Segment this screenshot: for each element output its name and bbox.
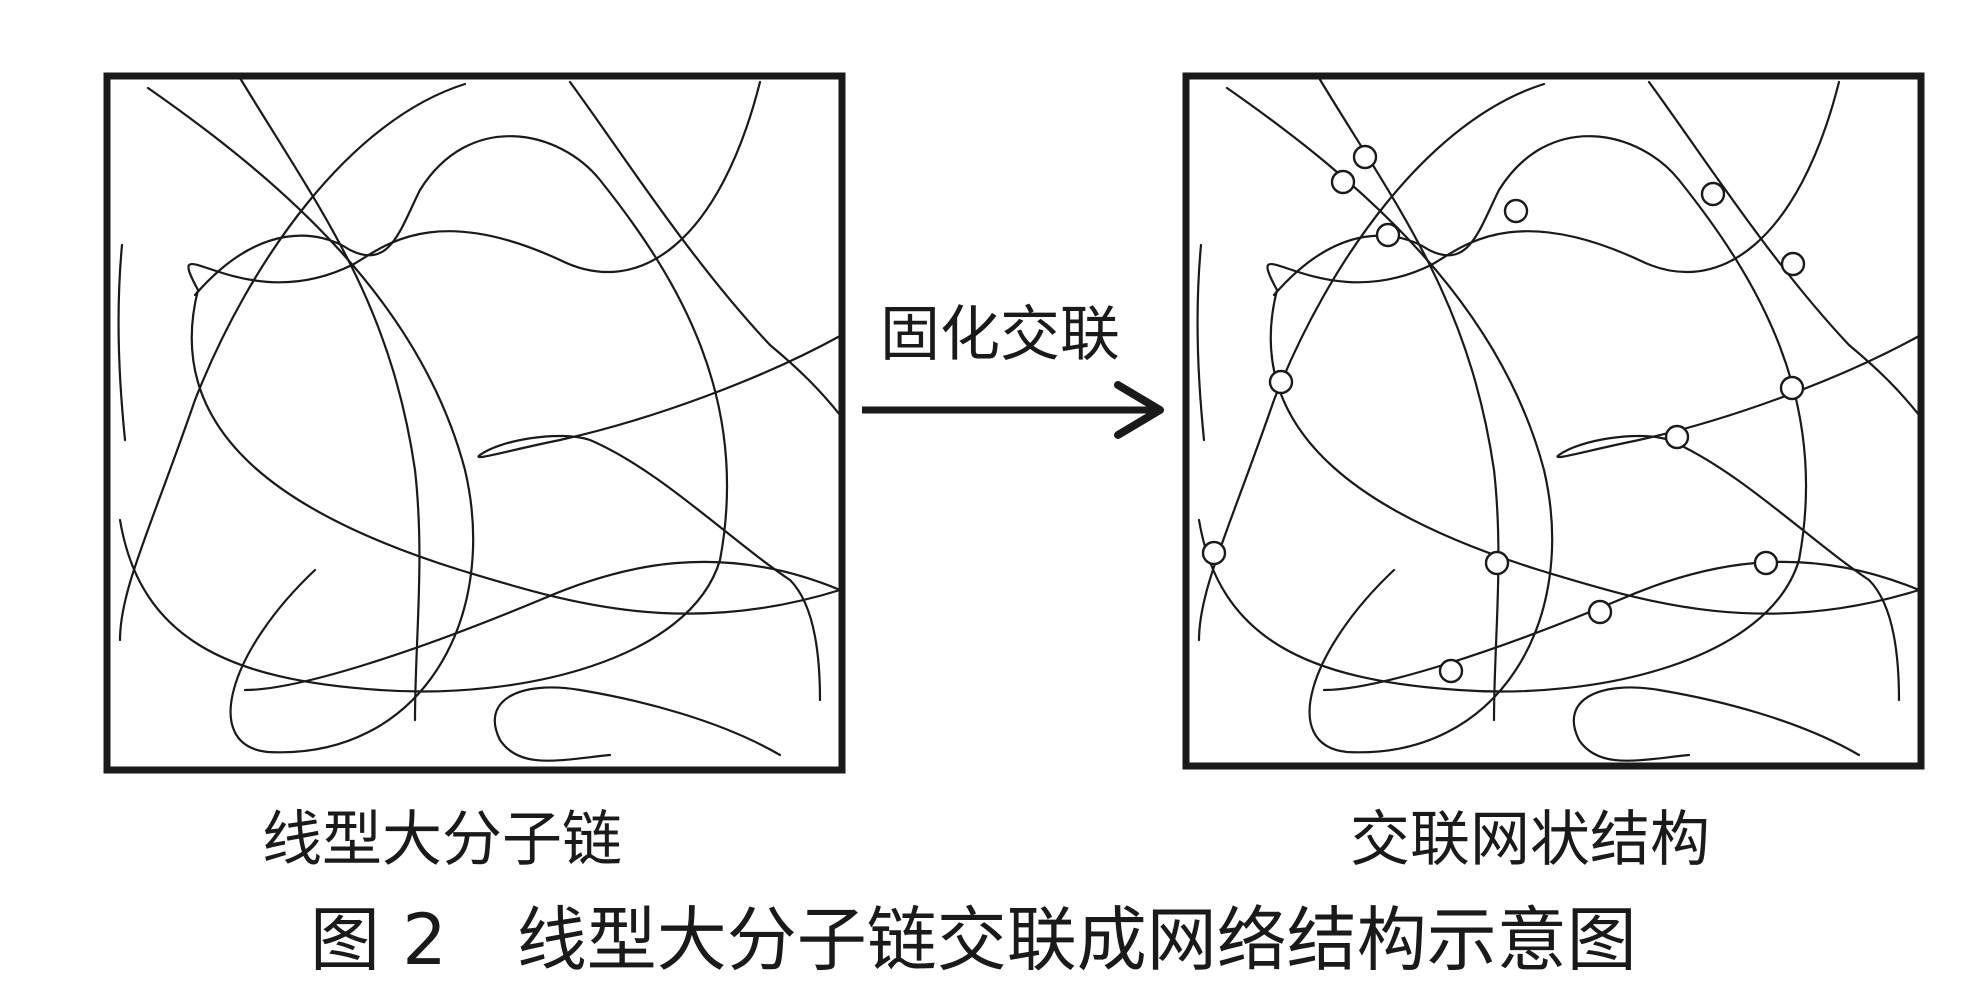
- crosslink-node: [1201, 540, 1227, 566]
- arrow-label: 固化交联: [880, 300, 1120, 370]
- crosslinked-polymer-chains: [1196, 76, 1921, 762]
- figure-number: 图 2: [310, 899, 447, 981]
- left-panel-frame: [103, 72, 846, 774]
- crosslink-node: [1330, 169, 1356, 195]
- right-panel-frame: [1182, 72, 1925, 770]
- caption-text: 线型大分子链交联成网络结构示意图: [516, 899, 1637, 981]
- crosslink-node: [1484, 550, 1510, 576]
- crosslink-node: [1753, 550, 1779, 576]
- crosslinked-network-panel: [1182, 72, 1925, 770]
- crosslink-node: [1268, 369, 1294, 395]
- arrow-head-icon: [1114, 381, 1164, 439]
- crosslink-node: [1587, 599, 1613, 625]
- crosslink-nodes: [1201, 144, 1806, 684]
- crosslink-node: [1700, 181, 1726, 207]
- left-panel-label: 线型大分子链: [262, 805, 622, 875]
- crosslink-node: [1375, 222, 1401, 248]
- curing-arrow: [862, 381, 1164, 439]
- crosslink-node: [1664, 424, 1690, 450]
- crosslink-node: [1779, 375, 1805, 401]
- crosslink-node: [1352, 144, 1378, 170]
- right-panel-label: 交联网状结构: [1350, 805, 1710, 875]
- linear-polymer-chains: [117, 76, 842, 762]
- linear-chains-panel: [103, 72, 846, 774]
- crosslink-node: [1503, 198, 1529, 224]
- crosslink-node: [1438, 658, 1464, 684]
- crosslink-node: [1780, 251, 1806, 277]
